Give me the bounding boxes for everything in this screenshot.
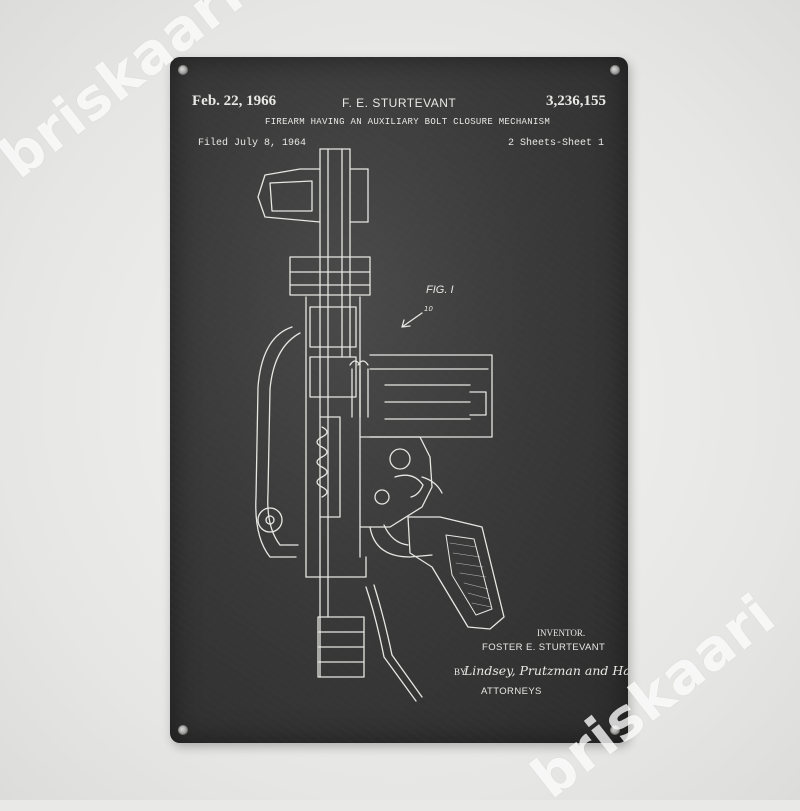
filed-date: Filed July 8, 1964 [198,138,307,149]
mounting-hole-top-left [178,65,188,75]
figure-label: FIG. I [426,284,454,296]
patent-number: 3,236,155 [546,93,606,109]
rifle-patent-drawing: 10 [255,148,505,702]
attorney-signature: Lindsey, Prutzman and Hayes [464,663,628,678]
sheet-count: 2 Sheets-Sheet 1 [507,138,604,149]
attorney-by-label: BY [454,667,467,677]
patent-inventor-header: F. E. STURTEVANT [342,96,457,110]
mounting-hole-bottom-left [178,725,188,735]
chalkboard-texture [170,57,628,743]
mounting-hole-top-right [610,65,620,75]
mounting-hole-bottom-right [610,725,620,735]
patent-title: FIREARM HAVING AN AUXILIARY BOLT CLOSURE… [265,117,551,127]
patent-date: Feb. 22, 1966 [192,93,277,109]
attorneys-label: ATTORNEYS [481,686,542,697]
inventor-heading: INVENTOR. [537,628,586,638]
inventor-name: FOSTER E. STURTEVANT [482,642,606,653]
reference-numeral: 10 [424,305,433,313]
metal-sign: Feb. 22, 1966 F. E. STURTEVANT 3,236,155… [170,57,628,743]
